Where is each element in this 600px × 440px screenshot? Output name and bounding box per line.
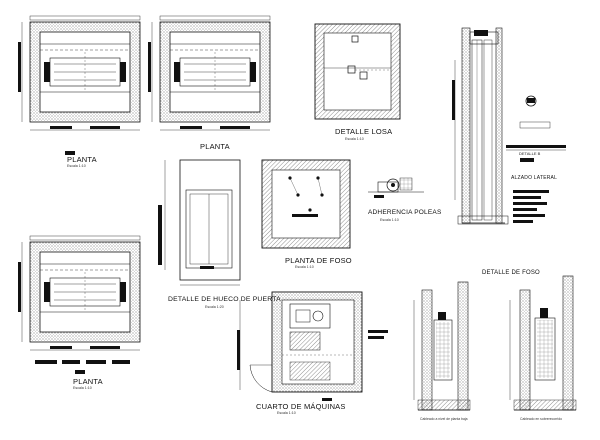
machine-room-drawing [237,291,388,401]
label-planta-de-foso: PLANTA DE FOSO [285,256,352,265]
label-cuarto-maquinas: CUARTO DE MÁQUINAS [256,402,346,411]
plan-drawing-2 [147,15,271,131]
pit-detail-left-drawing [413,281,471,411]
scale-cuarto-maquinas: Escala 1:10 [277,411,296,415]
door-opening-detail-drawing [158,159,241,286]
label-detalle-losa: DETALLE LOSA [335,127,393,136]
pit-detail-right-drawing [509,275,577,411]
plan-drawing-1 [17,15,141,131]
scale-detalle-losa: Escala 1:10 [345,137,364,141]
plan-drawing-3 [17,235,141,351]
label-detalle-foso: DETALLE DE FOSO [482,270,540,276]
label-alzado-lateral: ALZADO LATERAL [511,175,558,181]
detail-b-drawing [506,95,566,162]
title-bar [65,151,75,155]
legend-bars [35,360,130,374]
label-planta-1: PLANTA [67,155,97,164]
pit-plan-drawing [261,159,351,249]
scale-planta-1: Escala 1:10 [67,164,86,168]
label-planta-3: PLANTA [73,377,103,386]
scale-planta-de-foso: Escala 1:10 [295,265,314,269]
scale-detalle-hueco-puerta: Escala 1:20 [205,305,224,309]
spec-text-block [513,190,549,223]
label-detalle-b: DETALLE B [519,151,541,156]
note-foso-right: Cableado en sobrerecorrido [520,417,563,421]
scale-adherencia-poleas: Escala 1:10 [380,218,399,222]
pulley-traction-drawing [368,177,424,198]
label-detalle-hueco-puerta: DETALLE DE HUECO DE PUERTA [168,296,281,303]
label-planta-2: PLANTA [200,142,230,151]
slab-detail-drawing [314,23,401,120]
note-foso-left: Cableado a nivel de planta baja [420,417,468,421]
lateral-elevation-drawing [452,27,509,225]
scale-planta-3: Escala 1:10 [73,386,92,390]
label-adherencia-poleas: ADHERENCIA POLEAS [368,209,442,216]
